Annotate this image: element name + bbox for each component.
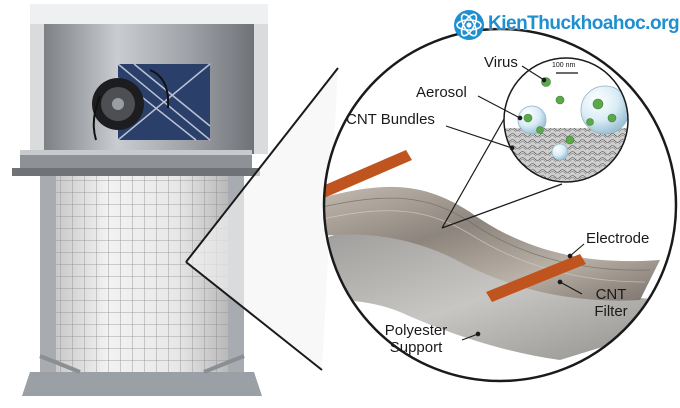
virus-particle	[555, 95, 565, 105]
label-cnt-filter-line1: CNT	[595, 286, 627, 303]
air-purifier-device	[12, 4, 268, 396]
virus-particle	[607, 113, 617, 123]
label-cnt-filter: CNT Filter	[586, 286, 636, 320]
label-virus: Virus	[484, 54, 518, 71]
virus-particle	[592, 98, 604, 110]
label-polyester-support: Polyester Support	[372, 322, 460, 356]
device-base	[22, 372, 262, 396]
label-polyester-line1: Polyester	[384, 322, 448, 339]
electrode-strip-bottom	[486, 254, 586, 302]
virus-particle	[523, 113, 533, 123]
cnt-filter-layer	[324, 186, 660, 301]
label-aerosol: Aerosol	[416, 84, 467, 101]
virus-particle	[536, 126, 544, 134]
label-scale: 100 nm	[552, 62, 576, 69]
watermark-text: KienThuckhoahoc.org	[488, 13, 680, 34]
virus-particle	[586, 118, 594, 126]
zoom-cone	[186, 68, 338, 370]
atom-globe-icon	[454, 10, 484, 40]
electrode-strip-top	[324, 150, 412, 198]
watermark: KienThuckhoahoc.org	[452, 6, 680, 44]
leader-lines	[445, 65, 585, 341]
label-polyester-line2: Support	[389, 339, 443, 356]
label-cnt-filter-line2: Filter	[594, 303, 628, 320]
label-electrode: Electrode	[586, 230, 650, 247]
label-cnt-bundles: CNT Bundles	[346, 111, 435, 128]
virus-particle	[565, 135, 575, 145]
